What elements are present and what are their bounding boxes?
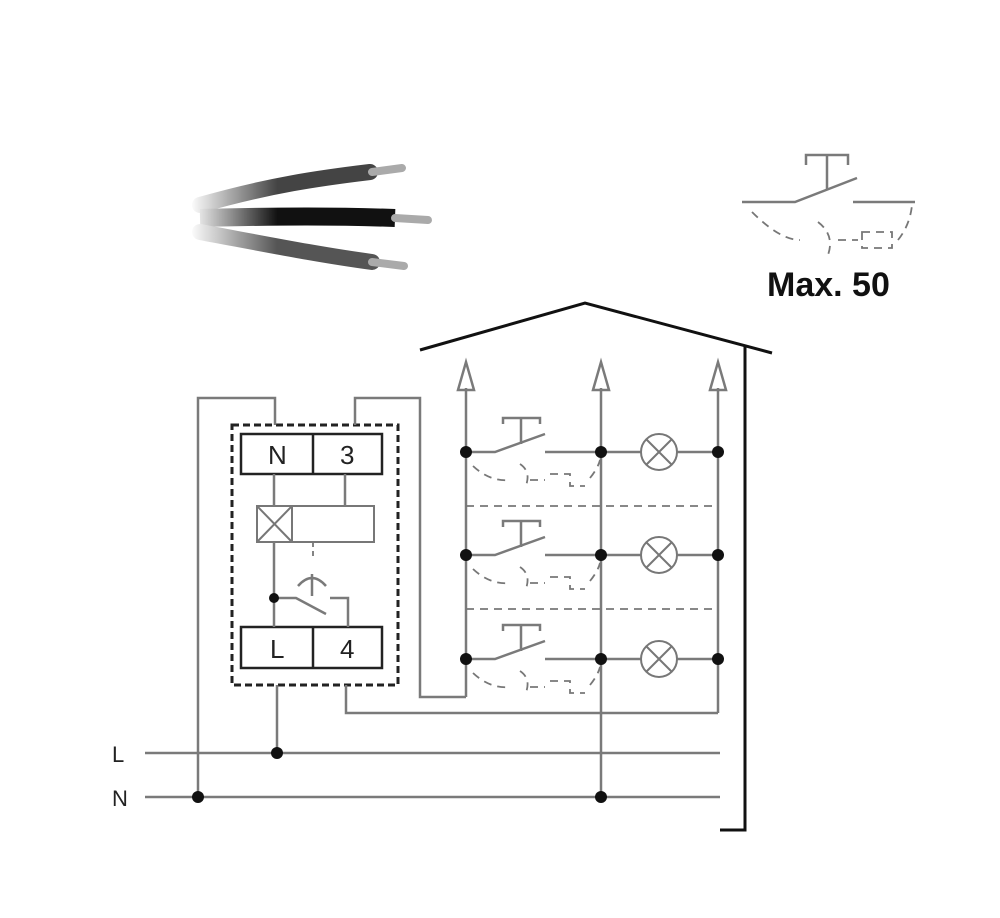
terminal-3: 3 xyxy=(340,440,354,470)
bus-label-n: N xyxy=(112,786,128,811)
switch-lamp-rows xyxy=(466,505,718,610)
house-wall xyxy=(720,345,747,832)
bus-label-l: L xyxy=(112,742,124,767)
terminal-l: L xyxy=(270,634,284,664)
cable-illustration xyxy=(190,150,440,280)
switch-lamp-row-3 xyxy=(460,623,724,696)
relay-module xyxy=(230,423,400,687)
wiring xyxy=(145,396,720,803)
pushbutton-symbol xyxy=(742,153,915,256)
house-roof xyxy=(419,301,773,355)
switch-lamp-row-1 xyxy=(460,416,724,489)
terminal-n: N xyxy=(268,440,287,470)
terminal-4: 4 xyxy=(340,634,354,664)
max-devices-label: Max. 50 xyxy=(767,266,890,304)
switch-lamp-row-2 xyxy=(460,519,724,592)
